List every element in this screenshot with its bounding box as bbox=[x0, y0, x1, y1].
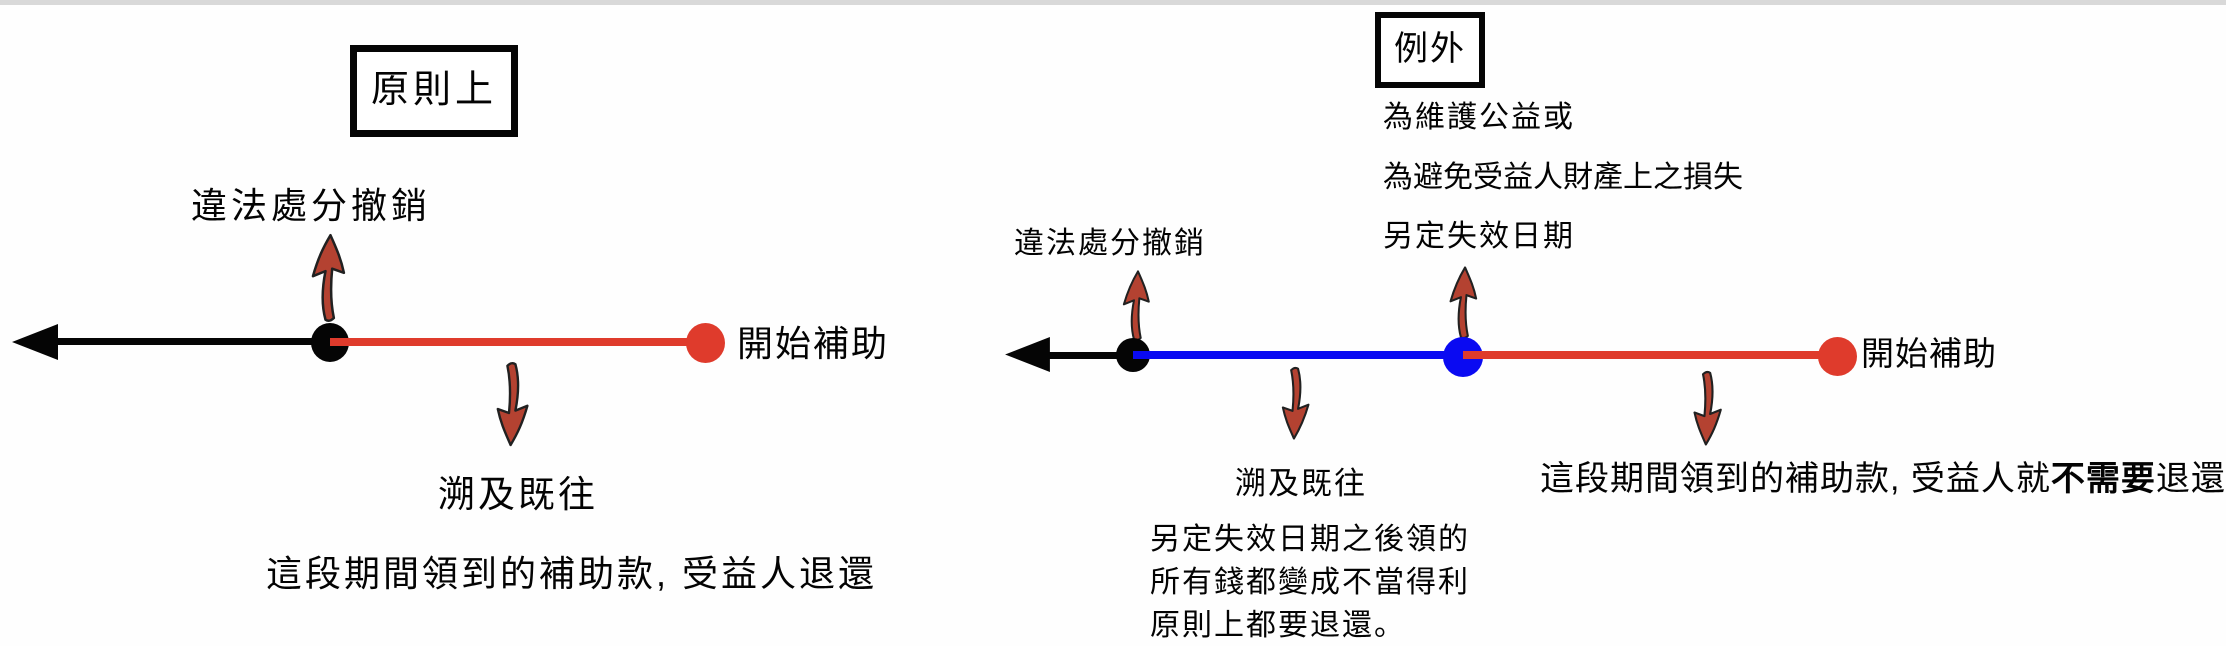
curved-down-arrow-icon bbox=[496, 361, 529, 447]
left-past-segment bbox=[44, 338, 332, 345]
principle-title-box: 原則上 bbox=[350, 45, 518, 137]
left-start-dot bbox=[686, 323, 725, 363]
left-revoke-label: 違法處分撤銷 bbox=[191, 185, 432, 226]
curved-up-arrow-icon bbox=[1122, 270, 1150, 342]
right-expiry-segment bbox=[1133, 351, 1463, 359]
top-border bbox=[0, 0, 2226, 5]
no-return-emphasis: 不需要 bbox=[2050, 460, 2156, 498]
left-start-label: 開始補助 bbox=[737, 323, 890, 364]
no-return-suffix: 退還 bbox=[2155, 460, 2226, 498]
right-retro-note-line1: 另定失效日期之後領的 bbox=[1150, 523, 1470, 556]
curved-up-arrow-icon bbox=[311, 233, 346, 323]
right-start-dot bbox=[1818, 337, 1857, 376]
right-past-segment bbox=[1043, 352, 1135, 359]
right-start-label: 開始補助 bbox=[1861, 335, 1997, 372]
curved-down-arrow-icon bbox=[1281, 366, 1310, 440]
no-return-prefix: 這段期間領到的補助款, 受益人就 bbox=[1540, 460, 2051, 498]
curved-up-arrow-icon bbox=[1449, 266, 1478, 340]
right-revoke-label: 違法處分撤銷 bbox=[1014, 227, 1206, 260]
curved-down-arrow-icon bbox=[1693, 370, 1722, 446]
exception-condition-2: 為避免受益人財產上之損失 bbox=[1383, 161, 1743, 194]
right-no-return-note: 這段期間領到的補助款, 受益人就不需要退還 bbox=[1540, 460, 2226, 499]
exception-condition-1: 為維護公益或 bbox=[1383, 101, 1575, 134]
left-subsidy-segment bbox=[330, 338, 707, 346]
left-arrowhead-icon bbox=[1005, 336, 1050, 373]
left-bottom-note: 這段期間領到的補助款, 受益人退還 bbox=[266, 553, 878, 594]
right-retro-label: 溯及既往 bbox=[1235, 466, 1367, 501]
right-retro-note-line3: 原則上都要退還。 bbox=[1150, 609, 1406, 642]
left-arrowhead-icon bbox=[12, 324, 58, 360]
left-retro-label: 溯及既往 bbox=[438, 474, 598, 515]
right-retro-note-line2: 所有錢都變成不當得利 bbox=[1150, 566, 1470, 599]
principle-title: 原則上 bbox=[370, 69, 497, 112]
exception-title: 例外 bbox=[1394, 30, 1466, 69]
right-subsidy-segment bbox=[1463, 351, 1838, 359]
exception-title-box: 例外 bbox=[1375, 12, 1485, 88]
exception-expiry-label: 另定失效日期 bbox=[1383, 220, 1575, 253]
